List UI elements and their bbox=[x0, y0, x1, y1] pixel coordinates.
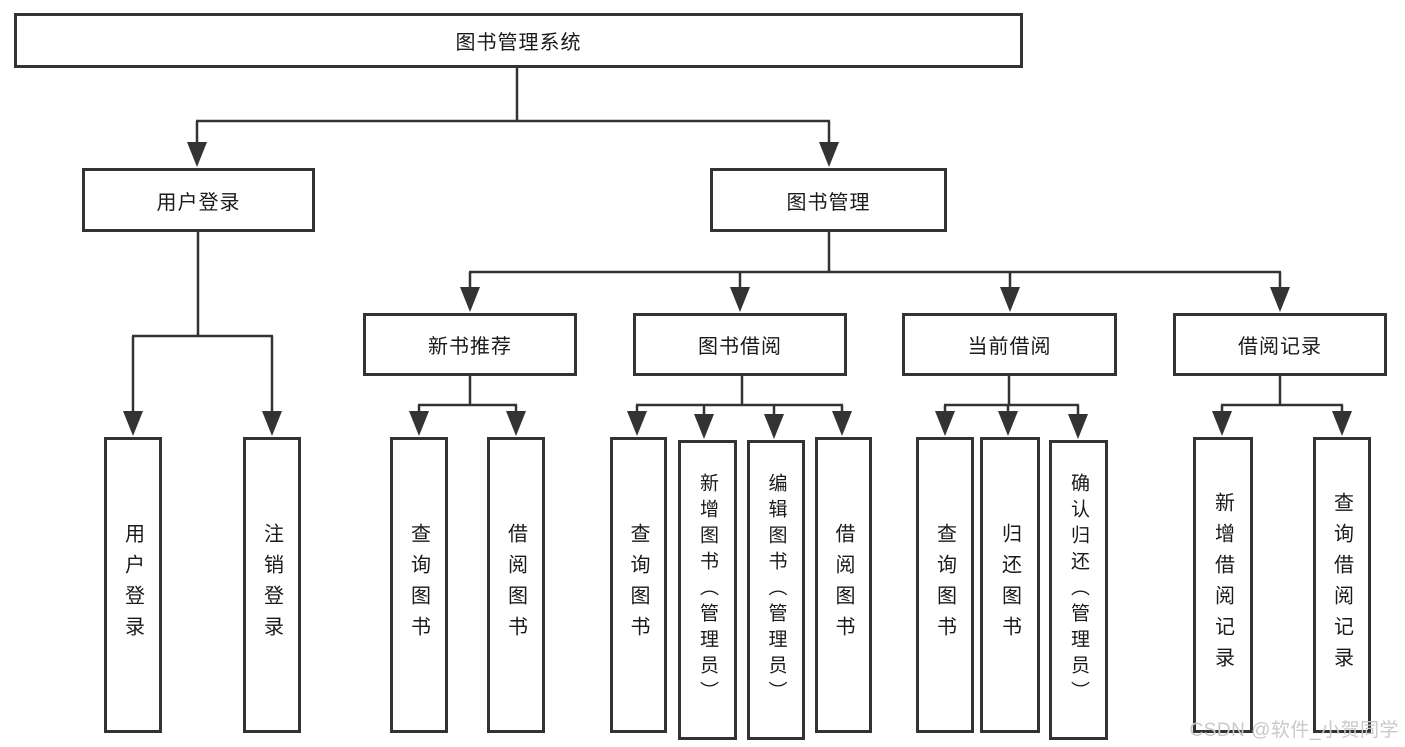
leaf-user-login: 用户登录 bbox=[104, 437, 162, 733]
leaf-return-book-label: 归还图书 bbox=[998, 523, 1021, 647]
csdn-watermark: CSDN @软件_小贺同学 bbox=[1189, 720, 1399, 741]
leaf-borrow-book-recommend: 借阅图书 bbox=[487, 437, 545, 733]
node-root-label: 图书管理系统 bbox=[455, 32, 582, 54]
leaf-query-borrow-record: 查询借阅记录 bbox=[1313, 437, 1371, 733]
leaf-query-borrow-record-label: 查询借阅记录 bbox=[1330, 492, 1353, 678]
node-book-borrowing-label: 图书借阅 bbox=[698, 336, 782, 358]
node-book-management-label: 图书管理 bbox=[786, 191, 871, 214]
leaf-borrow-book: 借阅图书 bbox=[815, 437, 872, 733]
leaf-query-book-borrowing-label: 查询图书 bbox=[627, 523, 649, 647]
leaf-add-book-admin: 新增图书（管理员） bbox=[678, 440, 737, 740]
node-current-borrowing-label: 当前借阅 bbox=[967, 336, 1052, 358]
leaf-query-book-current-label: 查询图书 bbox=[933, 523, 956, 647]
leaf-query-book-borrowing: 查询图书 bbox=[610, 437, 667, 733]
node-borrowing-records-label: 借阅记录 bbox=[1238, 336, 1322, 358]
leaf-query-book-current: 查询图书 bbox=[916, 437, 974, 733]
node-borrowing-records: 借阅记录 bbox=[1173, 313, 1387, 376]
node-new-book-recommend-label: 新书推荐 bbox=[428, 336, 512, 358]
node-user-login: 用户登录 bbox=[82, 168, 315, 232]
node-book-borrowing: 图书借阅 bbox=[633, 313, 847, 376]
leaf-logout-label: 注销登录 bbox=[260, 523, 283, 647]
leaf-user-login-label: 用户登录 bbox=[121, 523, 144, 647]
leaf-edit-book-admin: 编辑图书（管理员） bbox=[747, 440, 805, 740]
leaf-add-book-admin-label: 新增图书（管理员） bbox=[697, 473, 718, 707]
node-current-borrowing: 当前借阅 bbox=[902, 313, 1117, 376]
leaf-query-book-recommend-label: 查询图书 bbox=[407, 523, 430, 647]
node-root: 图书管理系统 bbox=[14, 13, 1023, 68]
leaf-add-borrow-record-label: 新增借阅记录 bbox=[1211, 492, 1234, 678]
node-user-login-label: 用户登录 bbox=[156, 191, 241, 214]
leaf-add-borrow-record: 新增借阅记录 bbox=[1193, 437, 1253, 733]
leaf-return-book: 归还图书 bbox=[980, 437, 1040, 733]
leaf-query-book-recommend: 查询图书 bbox=[390, 437, 448, 733]
node-new-book-recommend: 新书推荐 bbox=[363, 313, 577, 376]
leaf-borrow-book-recommend-label: 借阅图书 bbox=[504, 523, 527, 647]
node-book-management: 图书管理 bbox=[710, 168, 947, 232]
leaf-edit-book-admin-label: 编辑图书（管理员） bbox=[765, 473, 787, 707]
leaf-confirm-return-admin-label: 确认归还（管理员） bbox=[1068, 473, 1089, 707]
leaf-logout: 注销登录 bbox=[243, 437, 301, 733]
leaf-confirm-return-admin: 确认归还（管理员） bbox=[1049, 440, 1108, 740]
leaf-borrow-book-label: 借阅图书 bbox=[832, 523, 854, 647]
